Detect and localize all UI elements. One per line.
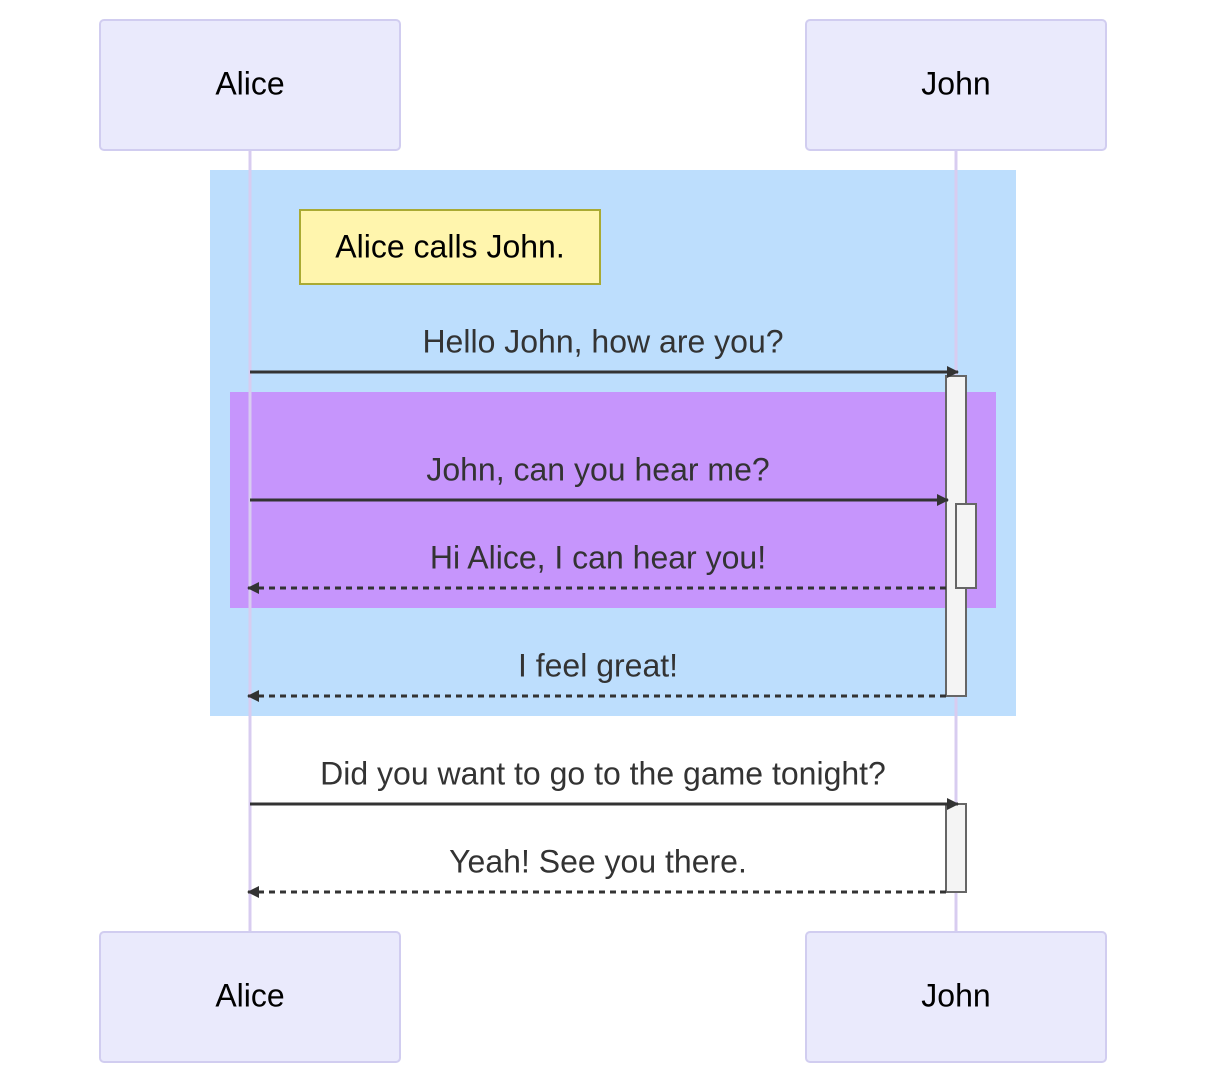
actor-box (99, 931, 401, 1063)
actor-john-top[interactable]: John (805, 19, 1107, 151)
message-label: John, can you hear me? (426, 451, 769, 487)
message-game-tonight[interactable]: Did you want to go to the game tonight? (250, 755, 959, 810)
john-activation-bar (945, 803, 967, 893)
actor-box (805, 931, 1107, 1063)
message-label: Yeah! See you there. (449, 843, 747, 879)
message-label: I feel great! (518, 647, 678, 683)
message-hello[interactable]: Hello John, how are you? (250, 323, 959, 378)
actor-john-bottom[interactable]: John (805, 931, 1107, 1063)
message-label: Hello John, how are you? (422, 323, 783, 359)
actor-alice-bottom[interactable]: Alice (99, 931, 401, 1063)
note-text: Alice calls John. (335, 228, 564, 264)
actor-label: Alice (215, 977, 284, 1013)
actor-label: John (921, 977, 990, 1013)
message-hear-you-reply[interactable]: Hi Alice, I can hear you! (247, 539, 946, 594)
message-see-you-reply[interactable]: Yeah! See you there. (247, 843, 946, 898)
actor-label: John (921, 65, 990, 101)
note-box (299, 209, 601, 285)
note: Alice calls John. (299, 209, 601, 285)
actor-box (805, 19, 1107, 151)
actor-label: Alice (215, 65, 284, 101)
message-label: Hi Alice, I can hear you! (430, 539, 766, 575)
message-hear-me[interactable]: John, can you hear me? (250, 451, 949, 506)
actor-box (99, 19, 401, 151)
message-label: Did you want to go to the game tonight? (320, 755, 886, 791)
message-feel-great-reply[interactable]: I feel great! (247, 647, 946, 702)
actor-alice-top[interactable]: Alice (99, 19, 401, 151)
john-activation-bar-nested (955, 503, 977, 589)
